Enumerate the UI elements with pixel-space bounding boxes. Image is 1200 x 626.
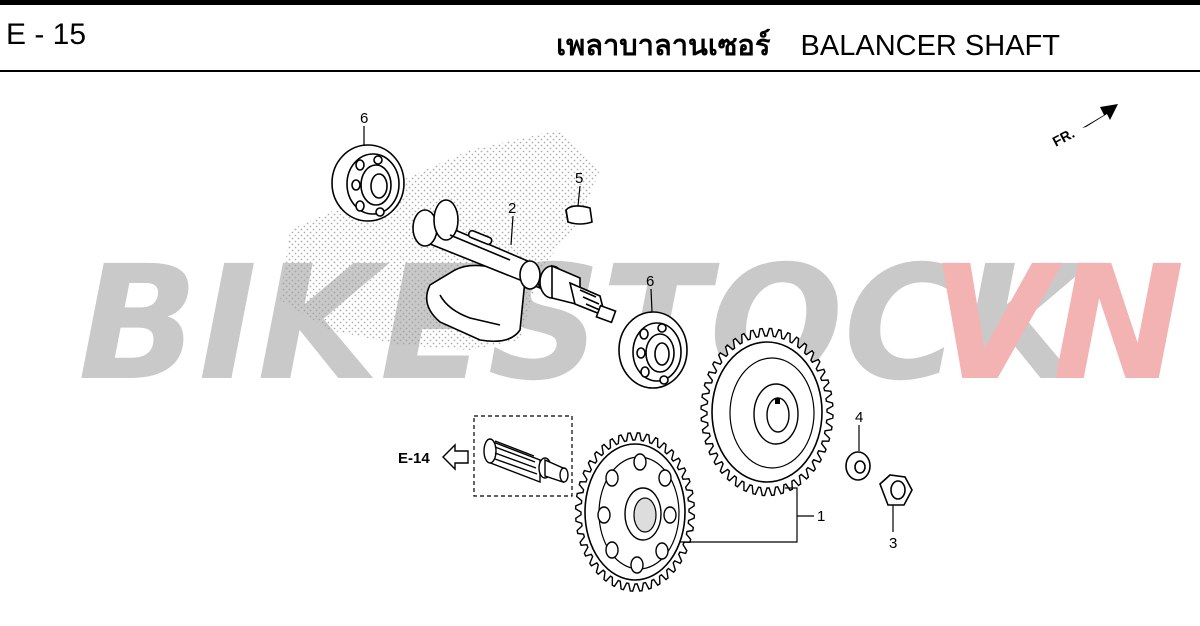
fr-label: FR. [1050,125,1077,150]
front-direction-indicator: FR. [1050,104,1118,150]
leader-lines [363,126,894,543]
balancer-shaft [412,199,617,343]
washer [845,451,871,481]
bearing-top [331,144,405,222]
page-reference-e14[interactable]: E-14 [398,443,469,471]
drive-gear-large [700,327,834,497]
callout-part-1: 1 [817,508,825,525]
front-arrow-icon [1082,104,1118,128]
title-thai: เพลาบาลานเซอร์ [556,28,771,62]
callout-part-4: 4 [855,409,863,426]
driven-gear-small [574,432,696,592]
reference-label: E-14 [398,450,430,467]
callout-part-6-mid: 6 [646,273,654,290]
watermark-main: BIKESTOCK [78,232,1092,416]
callout-part-5: 5 [575,170,583,187]
bearing-middle [618,311,688,389]
woodruff-key [565,205,593,225]
top-border [0,0,1200,5]
reference-arrow-icon [442,443,469,471]
nut [879,474,913,506]
header-divider [0,70,1200,72]
watermark-accent: VN [930,232,1185,416]
callout-part-3: 3 [889,535,897,552]
title-english: BALANCER SHAFT [800,30,1060,62]
watermark: BIKESTOCK VN [78,232,1185,416]
crankshaft-reference-box [473,415,573,497]
callout-part-2: 2 [508,200,516,217]
page-code: E - 15 [6,18,87,51]
callout-part-6-top: 6 [360,110,368,127]
page-title: เพลาบาลานเซอร์ BALANCER SHAFT [556,22,1060,68]
